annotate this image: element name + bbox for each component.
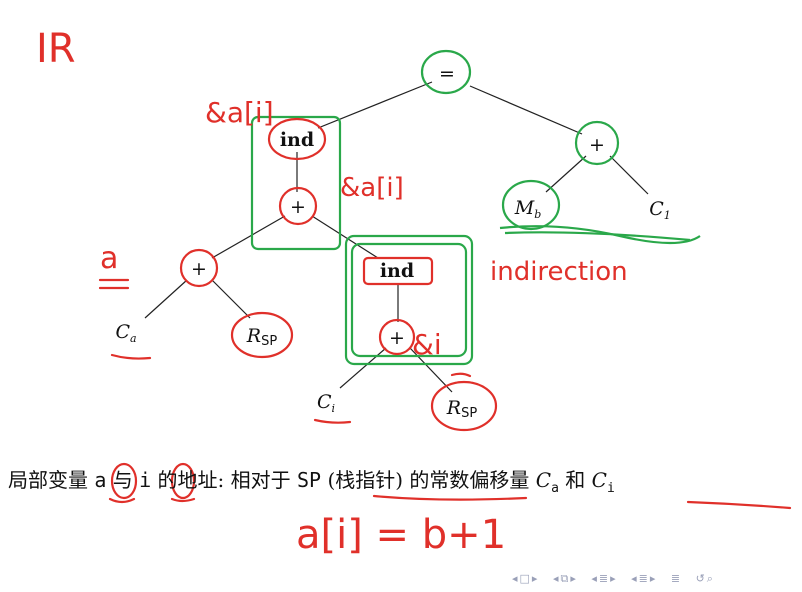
a-annotation: a <box>100 241 118 276</box>
node-assign: = <box>439 63 455 85</box>
node-ind-left: ind <box>280 129 314 151</box>
ca-ci-underline <box>686 500 792 510</box>
caption-text: 的地址: 相对于 <box>157 468 291 492</box>
caption-var-a: a <box>94 468 107 492</box>
node-plus-right: + <box>589 134 605 156</box>
caption-ca: C <box>535 468 552 492</box>
caption-text: (栈指针) <box>327 468 404 492</box>
node-r-sp-2: RSP <box>446 397 478 421</box>
node-m-b: Mb <box>514 197 542 221</box>
node-c-1: C1 <box>649 198 671 222</box>
addr-a-i-annotation-2: &a[i] <box>340 173 404 203</box>
caption-ca-sub: a <box>551 481 559 496</box>
var-a-circle <box>110 462 138 500</box>
sp-underline <box>372 494 528 501</box>
node-r-sp-1: RSP <box>246 325 278 349</box>
caption-text: 和 <box>565 468 586 492</box>
nav-subsection-icon[interactable]: ◂≣▸ <box>591 572 618 585</box>
caption-sp: SP <box>297 468 322 492</box>
nav-search-icon[interactable]: ↺⌕ <box>695 572 715 585</box>
beamer-navigation: ◂□▸ ◂⧉▸ ◂≣▸ ◂≣▸ ≣ ↺⌕ <box>512 572 723 586</box>
indirection-annotation: indirection <box>490 257 628 287</box>
nav-toc-icon[interactable]: ≣ <box>670 572 683 585</box>
node-c-a: Ca <box>115 321 136 345</box>
red-annotations: IR &a[i] &a[i] a &i indirection <box>36 26 628 432</box>
caption-text: 与 <box>112 468 133 492</box>
caption-ci-sub: i <box>606 481 615 496</box>
caption-text: 局部变量 <box>8 468 88 492</box>
node-plus-mid: + <box>290 196 306 218</box>
slide-caption: 局部变量 a 与 i 的地址: 相对于 SP (栈指针) 的常数偏移量 Ca 和… <box>8 464 615 496</box>
caption-var-marks <box>108 497 196 504</box>
node-plus-left: + <box>191 258 207 280</box>
nav-frame-icon[interactable]: ◂⧉▸ <box>552 572 578 585</box>
addr-i-annotation: &i <box>412 328 442 361</box>
nav-left-right-icon[interactable]: ◂□▸ <box>512 572 540 585</box>
addr-a-i-annotation-1: &a[i] <box>205 96 274 129</box>
node-c-i: Ci <box>317 391 335 415</box>
caption-text: 的常数偏移量 <box>409 468 530 492</box>
tree-edges <box>144 81 649 393</box>
caption-var-i: i <box>139 468 152 492</box>
node-ind-right: ind <box>380 260 414 282</box>
node-plus-inner: + <box>389 327 405 349</box>
formula-annotation: a[i] = b+1 <box>296 512 506 558</box>
nav-section-icon[interactable]: ◂≣▸ <box>631 572 658 585</box>
caption-ci: C <box>591 468 607 492</box>
var-i-circle <box>170 462 196 500</box>
green-annotations <box>250 49 701 366</box>
ir-handwritten-label: IR <box>36 26 76 72</box>
